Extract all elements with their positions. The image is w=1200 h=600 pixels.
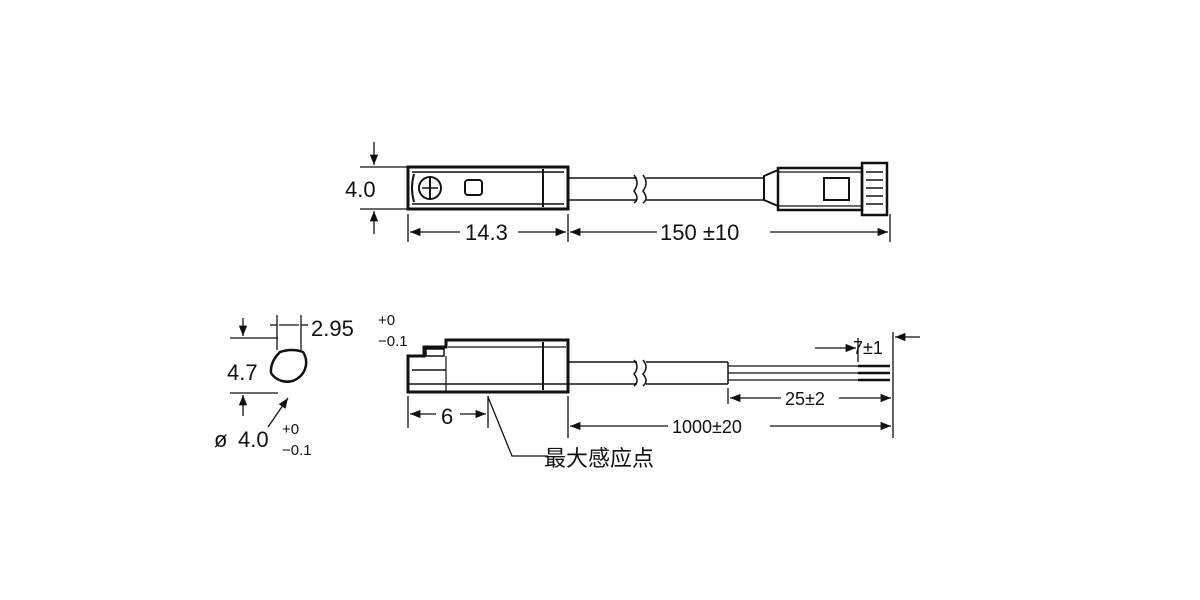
side-view bbox=[406, 338, 890, 394]
section-height-dimension: 4.7 bbox=[227, 360, 258, 385]
m8-connector bbox=[763, 168, 779, 208]
diameter-symbol: ø bbox=[214, 427, 227, 452]
strip-length-dimension: 25±2 bbox=[785, 389, 825, 409]
wire-end-dimension: 7±1 bbox=[853, 338, 883, 358]
body-length-dimension: 14.3 bbox=[465, 220, 508, 245]
sensor-body-side bbox=[406, 338, 570, 394]
sensing-point-label: 最大感应点 bbox=[544, 447, 654, 472]
diameter-dimension: 4.0 bbox=[238, 427, 269, 452]
height-dimension-top: 4.0 bbox=[345, 177, 376, 202]
led-window bbox=[464, 179, 483, 196]
slot-width-dimension: 2.95 bbox=[311, 316, 354, 341]
side-view-dimensions bbox=[407, 332, 920, 457]
cable-length-dimension-bottom: 1000±20 bbox=[672, 417, 742, 437]
diameter-tolerance-upper: +0 bbox=[282, 421, 299, 438]
top-view bbox=[406, 161, 889, 217]
slot-width-tolerance-lower: −0.1 bbox=[378, 333, 408, 350]
diameter-tolerance-lower: −0.1 bbox=[282, 442, 312, 459]
sensor-body-top bbox=[406, 165, 570, 211]
slot-width-tolerance-upper: +0 bbox=[378, 312, 395, 329]
cross-section-profile bbox=[269, 348, 308, 383]
cable-length-dimension-top: 150 ±10 bbox=[660, 220, 739, 245]
sensing-offset-dimension: 6 bbox=[441, 404, 453, 429]
top-view-dimensions bbox=[360, 142, 891, 242]
cross-section-dimensions bbox=[230, 315, 308, 428]
